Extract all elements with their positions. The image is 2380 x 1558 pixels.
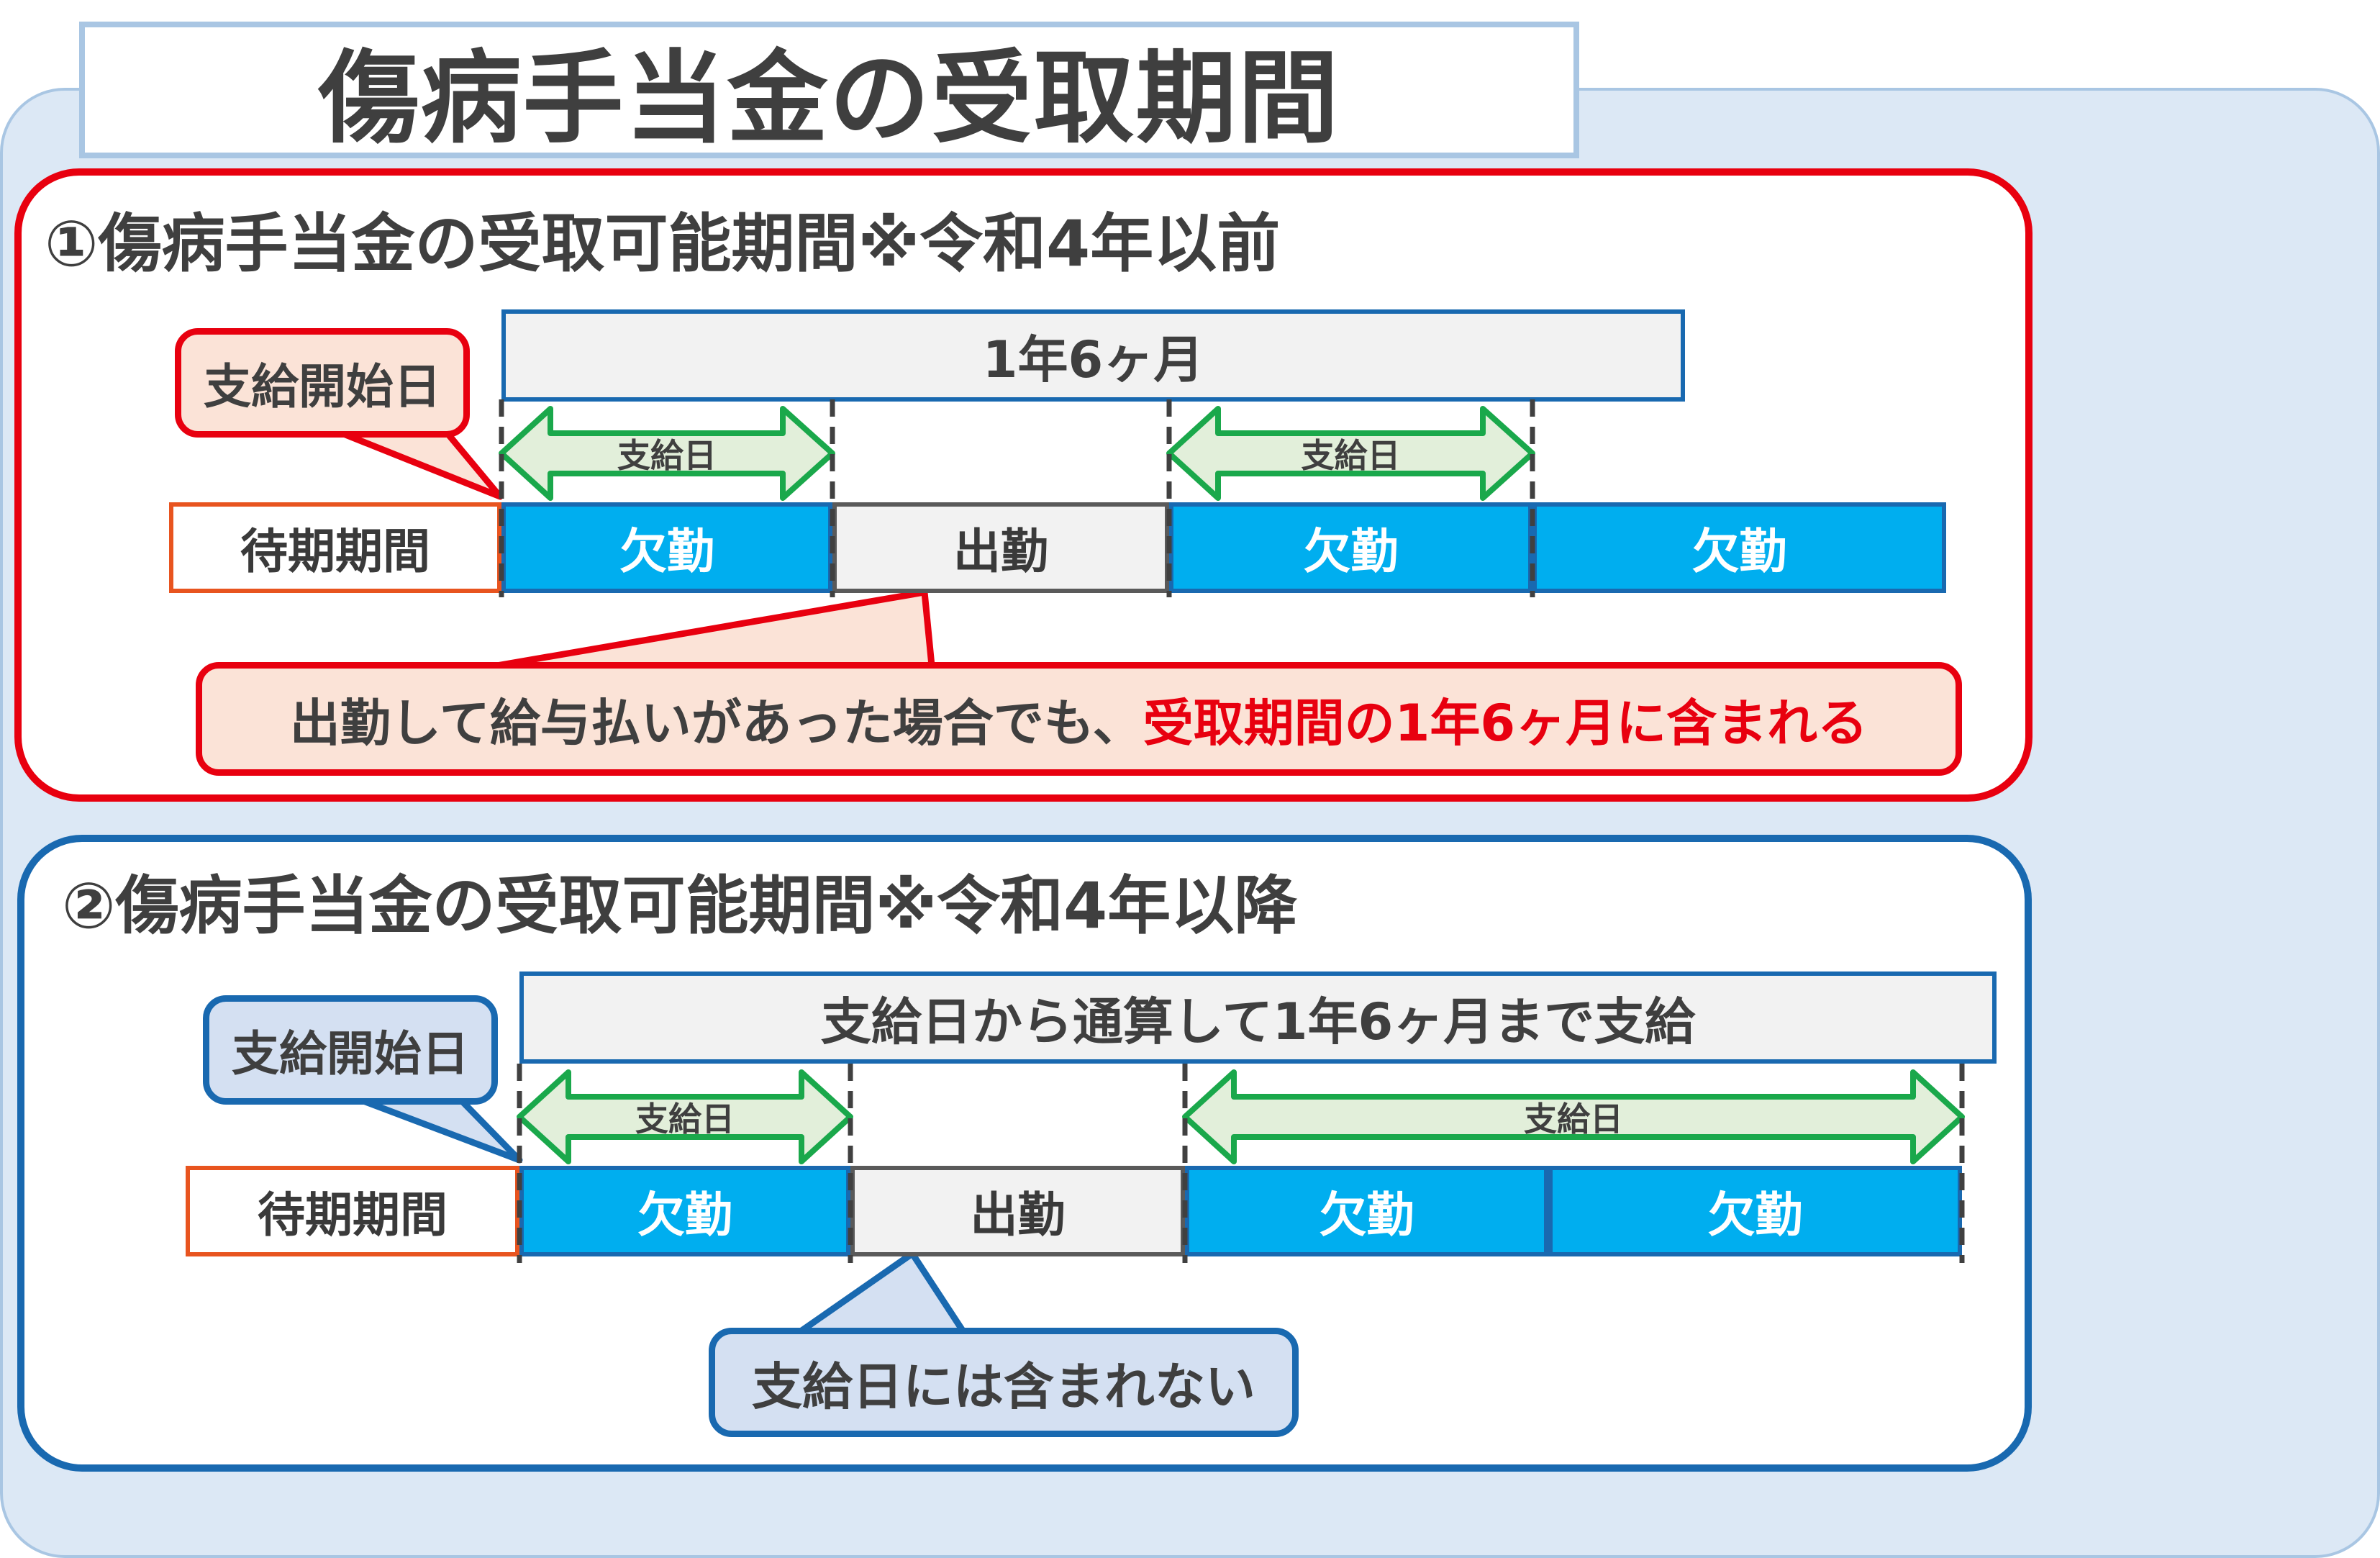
- section1-pay-arrow-2: [1166, 406, 1535, 501]
- section2-heading: ②傷病手当金の受取可能期間※令和4年以降: [62, 869, 1298, 943]
- section1-segment-absence-1: 欠勤: [501, 502, 832, 593]
- section2-note-callout: 支給日には含まれない: [709, 1328, 1299, 1437]
- section2-pay-arrow-2: [1182, 1069, 1965, 1164]
- section1-note-accent: 受取期間の1年6ヶ月に含まれる: [1143, 693, 1868, 753]
- section1-pay-arrow-1: [499, 406, 835, 501]
- section2-start-callout: 支給開始日: [203, 995, 498, 1105]
- section2-segment-absence-3: 欠勤: [1548, 1166, 1962, 1256]
- section1-dashed-markers: [499, 399, 1535, 597]
- section1-pay-label-1: 支給日: [617, 436, 717, 475]
- page-title: 傷病手当金の受取期間: [79, 22, 1579, 158]
- section2-pay-arrow-1: [517, 1069, 853, 1164]
- section1-note-callout: 出勤して給与払いがあった場合でも、受取期間の1年6ヶ月に含まれる: [196, 662, 1962, 776]
- section1-heading: ①傷病手当金の受取可能期間※令和4年以前: [45, 207, 1281, 281]
- section1-segment-absence-3: 欠勤: [1532, 502, 1946, 593]
- section2-segment-absence-2: 欠勤: [1185, 1166, 1548, 1256]
- section2-dashed-markers: [517, 1064, 1965, 1263]
- section2-pay-label-1: 支給日: [635, 1100, 735, 1138]
- section2-pay-label-2: 支給日: [1524, 1100, 1623, 1138]
- section2-segment-wait: 待期期間: [186, 1166, 519, 1256]
- section1-pay-label-2: 支給日: [1301, 436, 1401, 475]
- section2-segment-absence-1: 欠勤: [519, 1166, 850, 1256]
- section1-segment-wait: 待期期間: [169, 502, 501, 593]
- section2-span-box: 支給日から通算して1年6ヶ月まで支給: [519, 972, 1997, 1064]
- section1-start-callout: 支給開始日: [175, 328, 470, 438]
- section1-segment-absence-2: 欠勤: [1169, 502, 1532, 593]
- section1-segment-work: 出勤: [832, 502, 1169, 593]
- section1-span-box: 1年6ヶ月: [501, 309, 1685, 402]
- section1-note-prefix: 出勤して給与払いがあった場合でも、: [289, 693, 1143, 753]
